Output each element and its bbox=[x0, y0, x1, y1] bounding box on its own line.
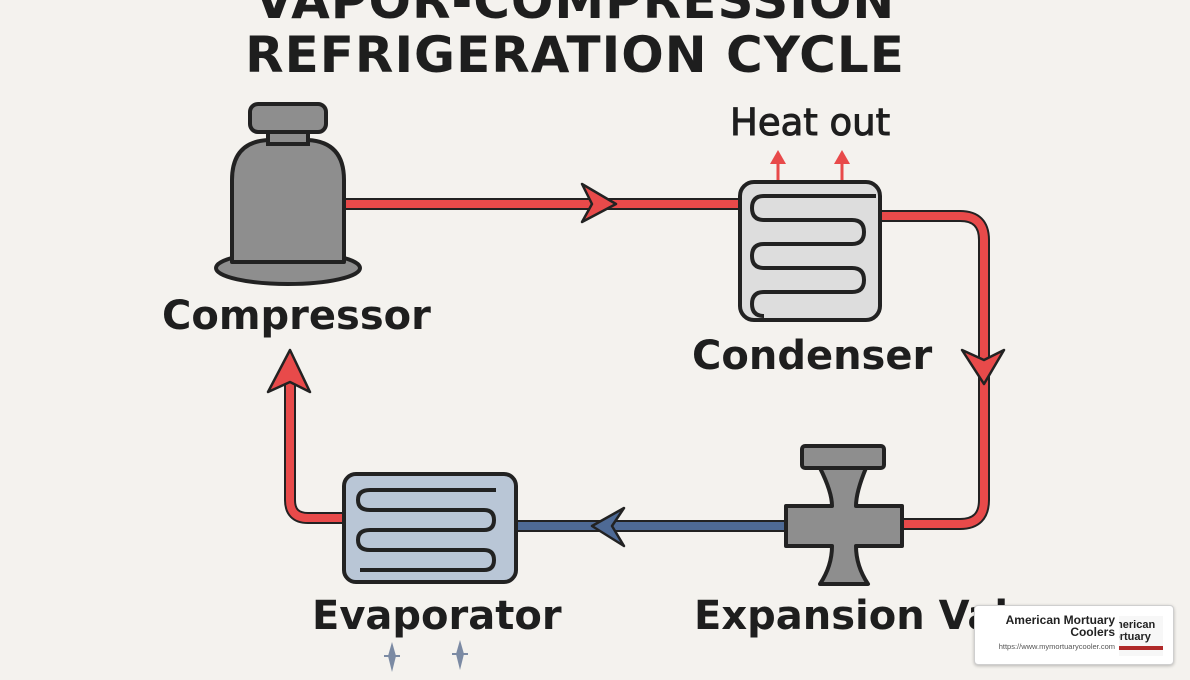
diagram-title-line1: VAPOR-COMPRESSION bbox=[254, 0, 896, 30]
pipe-evaporator-to-compressor bbox=[284, 380, 346, 524]
evaporator-label: Evaporator bbox=[312, 593, 562, 639]
watermark-url: https://www.mymortuarycooler.com bbox=[998, 642, 1115, 651]
flow-arrow-icon-left bbox=[266, 348, 312, 394]
flow-arrow-icon-bottom bbox=[590, 506, 626, 548]
evaporator-coil-icon bbox=[342, 472, 518, 584]
watermark-logo-icon: merican ortuary bbox=[1119, 616, 1163, 656]
heat-arrow-icon bbox=[834, 150, 850, 164]
watermark-name: American Mortuary Coolers bbox=[1005, 613, 1115, 639]
condenser-coil-icon bbox=[738, 180, 882, 322]
expansion-valve-icon bbox=[784, 444, 904, 586]
flow-arrow-icon-right bbox=[960, 348, 1006, 386]
diagram-title-line2: REFRIGERATION CYCLE bbox=[245, 26, 905, 84]
watermark-logo-line2: ortuary bbox=[1119, 631, 1151, 643]
condenser-label: Condenser bbox=[692, 333, 933, 379]
watermark-badge: American Mortuary Coolers https://www.my… bbox=[974, 605, 1174, 665]
flow-arrow-icon-top bbox=[580, 182, 618, 224]
watermark-logo-line1: merican bbox=[1119, 619, 1156, 631]
heat-arrow-icon bbox=[770, 150, 786, 164]
heat-arrow-icon-group bbox=[770, 150, 850, 180]
cold-indicator-icons bbox=[384, 640, 468, 672]
compressor-icon bbox=[214, 102, 362, 286]
heat-out-label: Heat out bbox=[729, 101, 891, 144]
watermark-logo-bar bbox=[1119, 646, 1163, 650]
compressor-label: Compressor bbox=[162, 293, 431, 339]
